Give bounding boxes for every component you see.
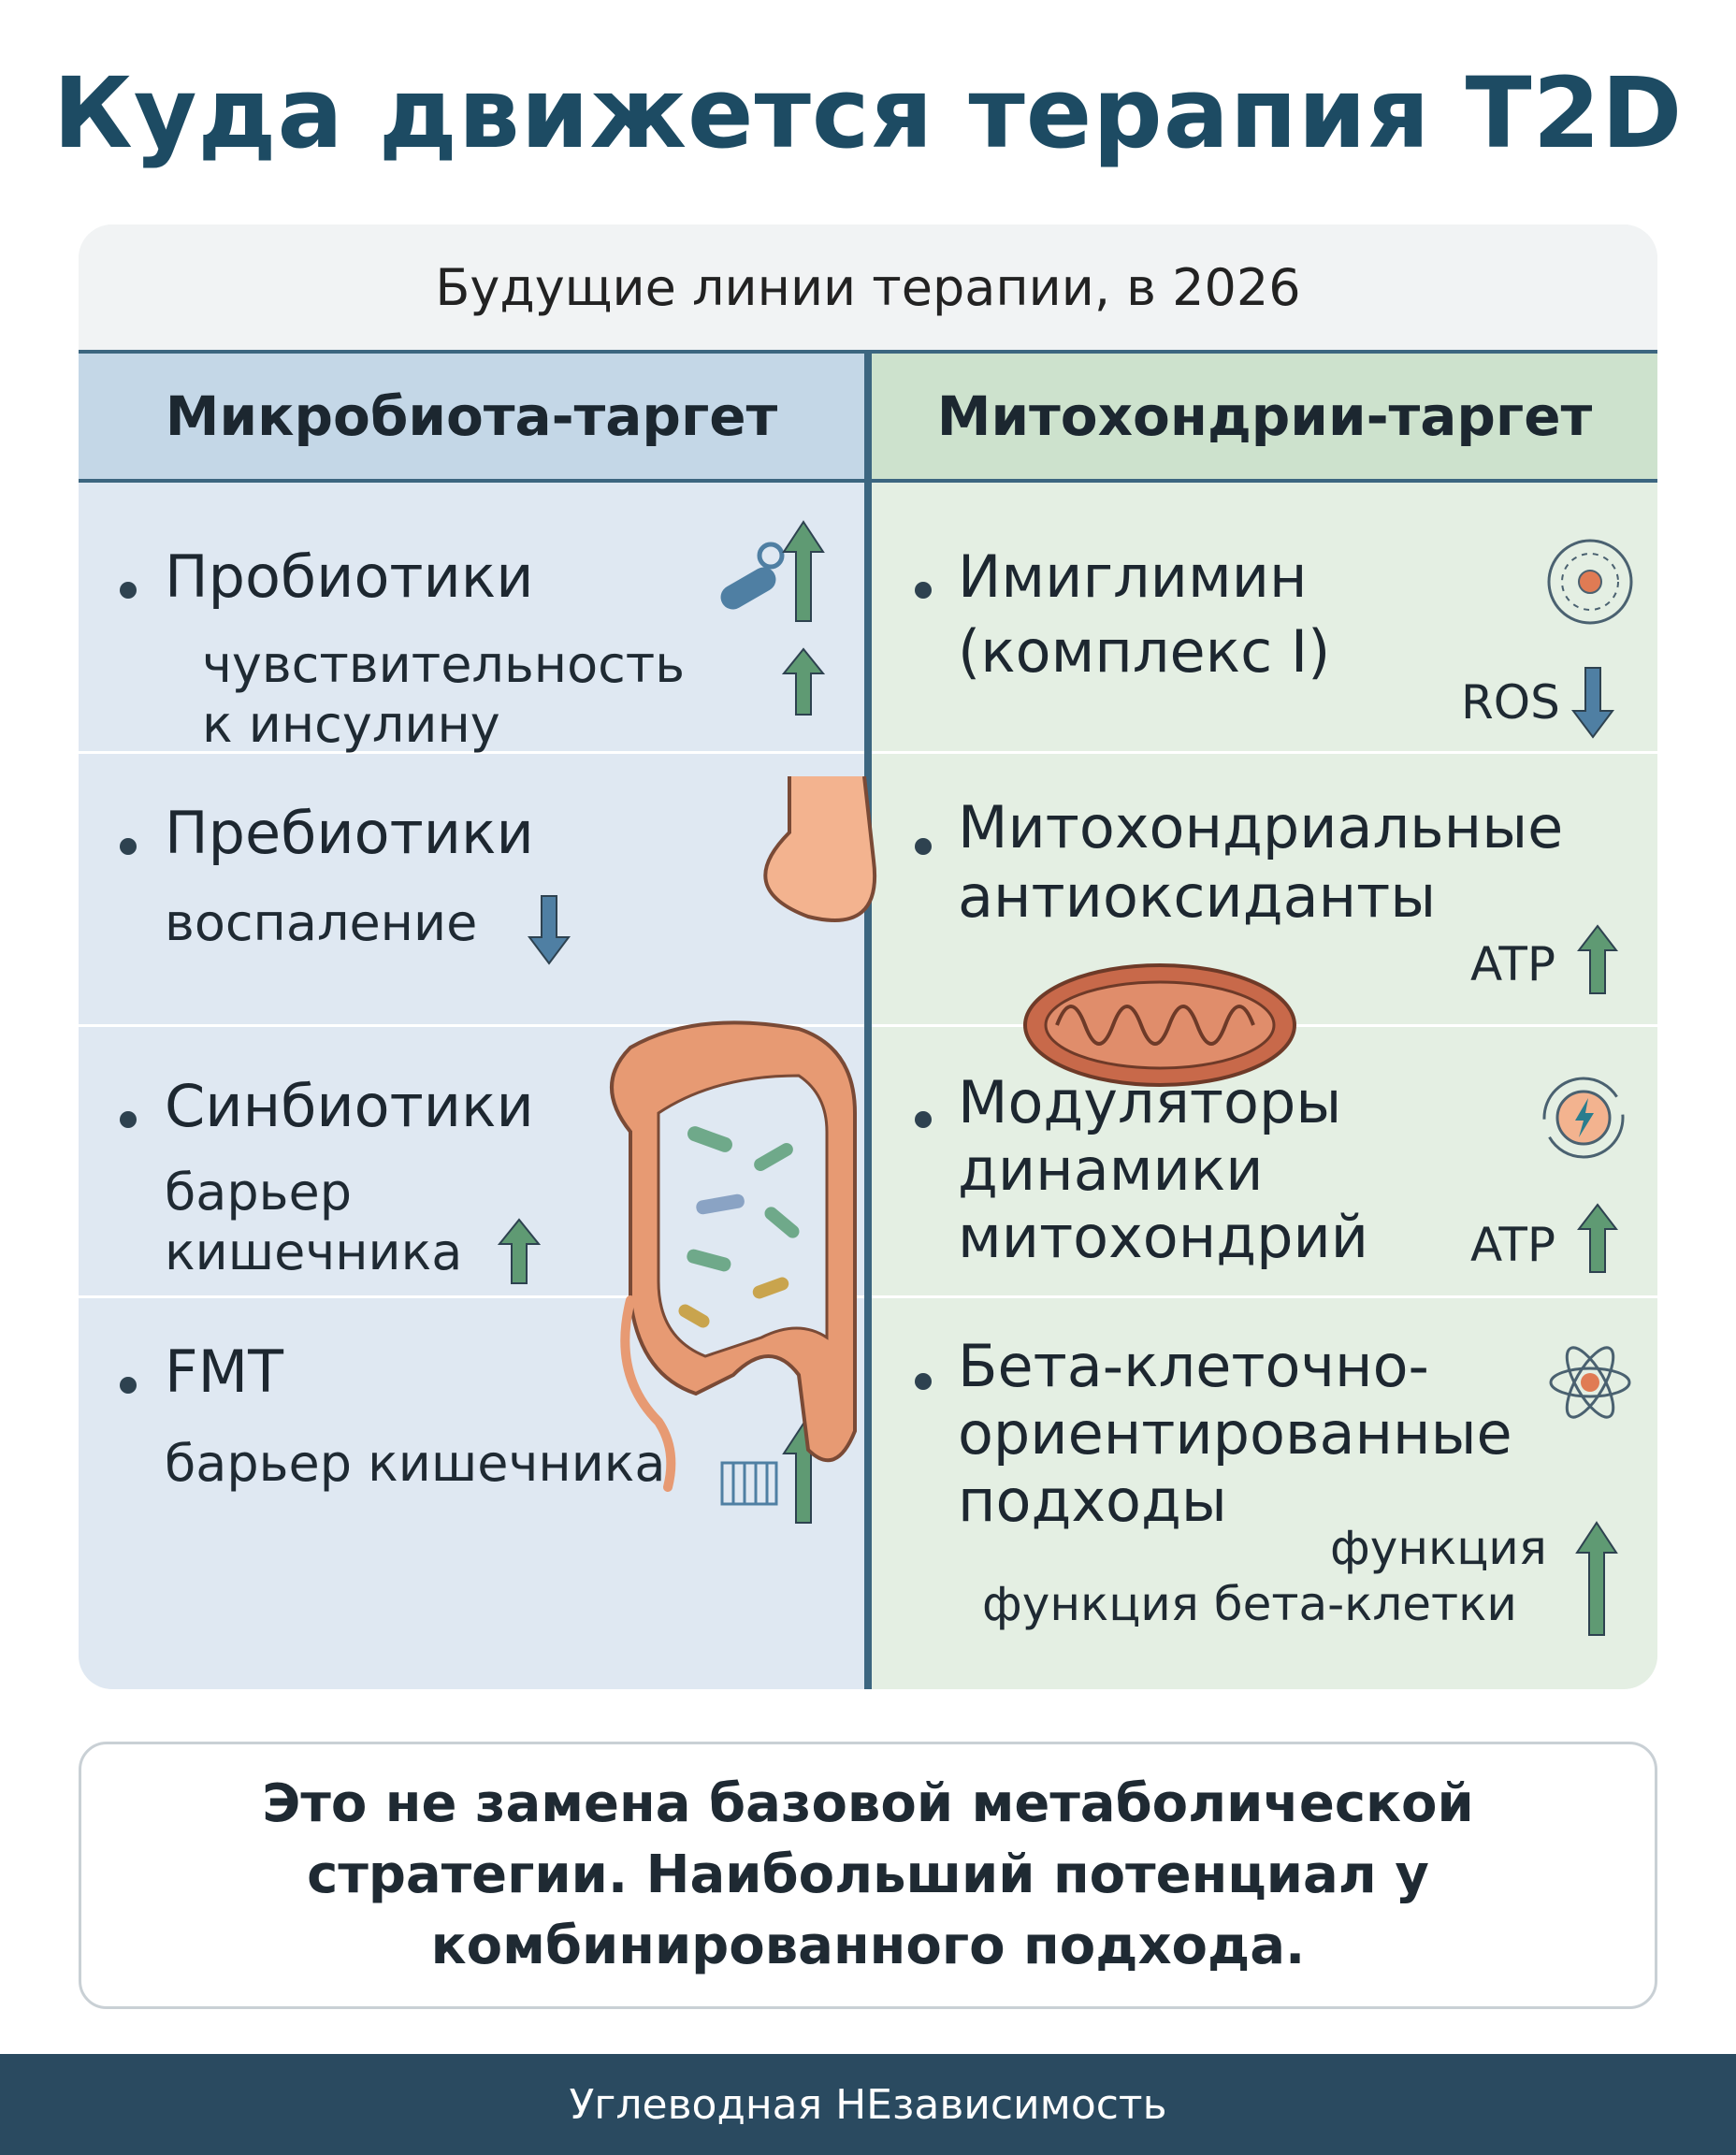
arrow-up-icon (498, 1218, 541, 1284)
mitochondria-column: Митохондрии-таргет Имиглимин (комплекс I… (872, 350, 1657, 1689)
column-divider (864, 350, 872, 1689)
arrow-up-icon (1575, 1521, 1618, 1636)
arrow-down-icon (1571, 667, 1614, 739)
arrow-down-icon (528, 895, 571, 965)
page-title: Куда движется терапия T2D (52, 56, 1684, 170)
list-item: Митохондриальные антиоксиданты ATP (872, 754, 1657, 1027)
item-title: Пробиотики (165, 542, 534, 611)
metric-label: функция бета-клетки (982, 1577, 1517, 1631)
metric-label: ROS (1461, 675, 1560, 730)
metric-label: ATP (1470, 1218, 1556, 1272)
item-title: Бета-клеточно- (958, 1332, 1429, 1400)
item-note: барьер кишечника (165, 1434, 666, 1493)
mitochondrion-icon (1023, 963, 1296, 1087)
arrow-up-icon (782, 647, 825, 716)
mitochondria-header: Митохондрии-таргет (872, 350, 1657, 483)
metric-label: ATP (1470, 937, 1556, 991)
list-item: Пребиотики воспаление (79, 754, 864, 1027)
bullet-icon (120, 1377, 137, 1394)
bullet-icon (120, 582, 137, 599)
atom-icon (1549, 1346, 1631, 1419)
item-note: к инсулину (202, 695, 500, 754)
list-item: Имиглимин (комплекс I) ROS (872, 483, 1657, 754)
bacteria-icon (720, 542, 785, 610)
list-item: Бета-клеточно- ориентированные подходы ф… (872, 1298, 1657, 1689)
item-note: чувствительность (202, 635, 686, 694)
item-note: барьер (165, 1163, 352, 1222)
energy-cycle-icon (1542, 1077, 1625, 1159)
microbiota-header: Микробиота-таргет (79, 350, 864, 483)
item-title: FMT (165, 1338, 284, 1406)
bullet-icon (915, 582, 932, 599)
microbiota-column: Микробиота-таргет Пробиотики чувствитель… (79, 350, 864, 1689)
item-note: кишечника (165, 1222, 463, 1281)
therapy-card: Будущие линии терапии, в 2026 Микробиота… (79, 224, 1657, 1689)
bullet-icon (915, 838, 932, 855)
item-title: Митохондриальные (958, 793, 1564, 861)
bullet-icon (915, 1373, 932, 1390)
conclusion-text: Это не замена базовой метаболической стр… (262, 1773, 1474, 1976)
list-item: Пробиотики чувствительность к инсулину (79, 483, 864, 754)
bullet-icon (120, 1111, 137, 1128)
item-title: митохондрий (958, 1203, 1369, 1271)
arrow-up-icon (1577, 1203, 1618, 1273)
item-title: динамики (958, 1135, 1264, 1204)
metric-label: функция (1330, 1521, 1547, 1575)
item-title: ориентированные (958, 1399, 1512, 1468)
item-title: подходы (958, 1467, 1227, 1535)
item-note: воспаление (165, 893, 478, 952)
item-title: Синбиотики (165, 1072, 534, 1140)
card-subtitle: Будущие линии терапии, в 2026 (79, 224, 1657, 350)
list-item: Синбиотики барьер кишечника (79, 1027, 864, 1298)
bullet-icon (915, 1111, 932, 1128)
brand-bar: Углеводная НЕзависимость (0, 2054, 1736, 2155)
mitochondria-complex-icon (1547, 539, 1633, 625)
gut-barrier-icon (720, 1461, 778, 1506)
list-item: FMT барьер кишечника (79, 1298, 864, 1689)
conclusion-box: Это не замена базовой метаболической стр… (79, 1742, 1657, 2009)
item-title: Пребиотики (165, 799, 534, 867)
arrow-up-icon (782, 520, 825, 622)
item-title: (комплекс I) (958, 617, 1331, 686)
intestine-icon (610, 776, 877, 1492)
arrow-up-icon (1577, 924, 1618, 994)
item-title: антиоксиданты (958, 862, 1437, 931)
item-title: Имиглимин (958, 542, 1308, 611)
bullet-icon (120, 838, 137, 855)
